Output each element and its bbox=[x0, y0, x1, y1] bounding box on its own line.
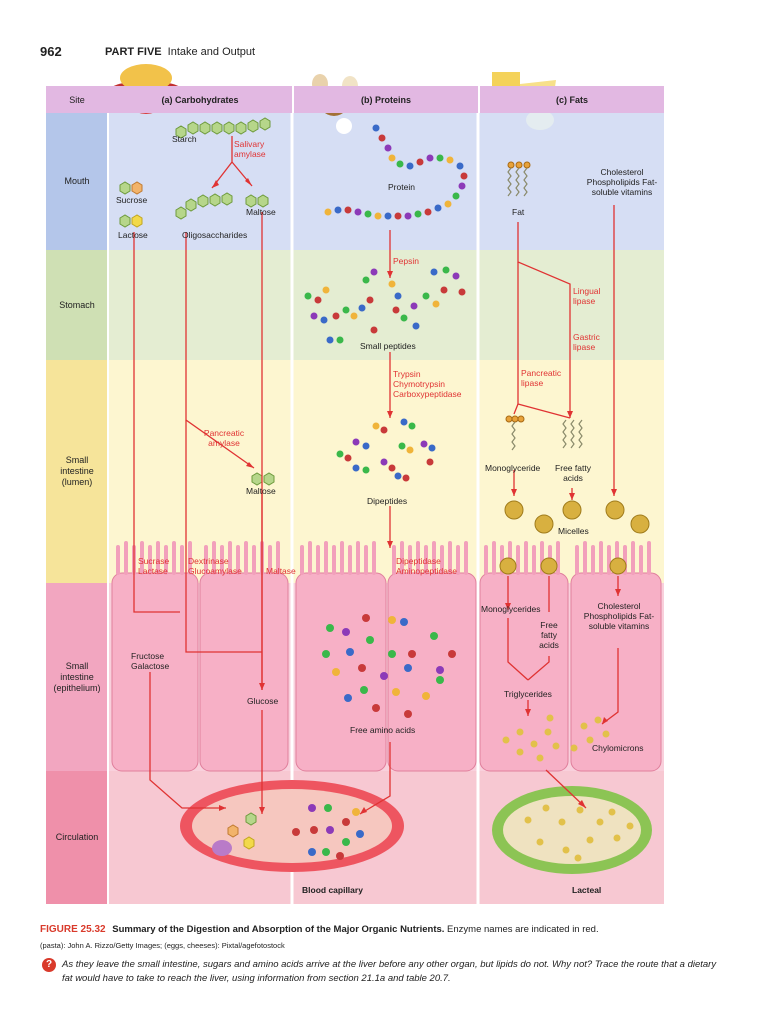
part-label: PART FIVE bbox=[105, 46, 162, 58]
lipid-list-epithelium-label: Cholesterol Phospholipids Fat-soluble vi… bbox=[583, 601, 655, 631]
protein-label: Protein bbox=[388, 182, 415, 192]
row-mouth: Mouth bbox=[64, 176, 90, 186]
proteins-header: (b) Proteins bbox=[294, 86, 478, 113]
row-circulation: Circulation bbox=[55, 832, 99, 842]
free-fatty-acids-label: Free fatty acids bbox=[555, 463, 591, 483]
part-header: PART FIVE Intake and Output bbox=[105, 46, 255, 58]
glucose-label: Glucose bbox=[247, 696, 279, 706]
trypsin-chymotrypsin-label: Trypsin Chymotrypsin Carboxypeptidase bbox=[393, 369, 462, 399]
small-peptides-label: Small peptides bbox=[360, 341, 416, 351]
row-stomach: Stomach bbox=[59, 299, 95, 310]
chylomicrons-label: Chylomicrons bbox=[592, 743, 644, 753]
monoglyceride-label: Monoglyceride bbox=[485, 463, 541, 473]
question-text: As they leave the small intestine, sugar… bbox=[62, 959, 717, 984]
figure-number: FIGURE 25.32 bbox=[40, 924, 106, 935]
question-icon: ? bbox=[42, 958, 56, 972]
sucrose-label: Sucrose bbox=[116, 195, 148, 205]
maltose-lumen-label: Maltose bbox=[246, 486, 276, 496]
pepsin-label: Pepsin bbox=[393, 256, 419, 266]
free-amino-acids-label: Free amino acids bbox=[350, 725, 416, 735]
maltase-label: Maltase bbox=[266, 566, 296, 576]
row-small-intestine-epithelium: Small intestine (epithelium) bbox=[53, 660, 101, 693]
page-number: 962 bbox=[40, 44, 62, 59]
photo-credit: (pasta): John A. Rizzo/Getty Images; (eg… bbox=[40, 941, 285, 950]
figure-caption: FIGURE 25.32 Summary of the Digestion an… bbox=[40, 923, 730, 936]
dipeptidase-aminopeptidase-label: Dipeptidase Aminopeptidase bbox=[396, 556, 457, 576]
gastric-lipase-label: Gastric lipase bbox=[573, 332, 600, 352]
pancreatic-amylase-label: Pancreatic amylase bbox=[203, 428, 245, 448]
lipid-list-mouth-label: Cholesterol Phospholipids Fat-soluble vi… bbox=[586, 167, 658, 197]
fat-label: Fat bbox=[512, 207, 525, 217]
starch-label: Starch bbox=[172, 134, 197, 144]
figure-title: Summary of the Digestion and Absorption … bbox=[112, 924, 445, 935]
monoglycerides-label: Monoglycerides bbox=[481, 604, 541, 614]
pancreatic-lipase-label: Pancreatic lipase bbox=[521, 368, 562, 388]
fats-header: (c) Fats bbox=[480, 86, 664, 113]
dextrinase-glucoamylase-label: Dextrinase Glucoamylase bbox=[188, 556, 242, 576]
salivary-amylase-label: Salivary amylase bbox=[234, 139, 266, 159]
triglycerides-label: Triglycerides bbox=[504, 689, 552, 699]
free-fatty-acids-epithelium-label: Free fatty acids bbox=[539, 620, 559, 650]
lacteal-label: Lacteal bbox=[572, 885, 602, 895]
dipeptides-label: Dipeptides bbox=[367, 496, 408, 506]
oligosaccharides-label: Oligosaccharides bbox=[182, 230, 248, 240]
site-header: Site bbox=[46, 86, 108, 113]
fructose-galactose-label: Fructose Galactose bbox=[131, 651, 170, 671]
micelles-label: Micelles bbox=[558, 526, 589, 536]
maltose-label: Maltose bbox=[246, 207, 276, 217]
part-title: Intake and Output bbox=[167, 46, 256, 58]
blood-capillary-label: Blood capillary bbox=[302, 885, 363, 895]
row-small-intestine-lumen: Small intestine (lumen) bbox=[60, 455, 94, 487]
lingual-lipase-label: Lingual lipase bbox=[573, 286, 601, 306]
lactose-label: Lactose bbox=[118, 230, 148, 240]
sucrase-lactase-label: Sucrase Lactase bbox=[138, 556, 170, 576]
figure-note: Enzyme names are indicated in red. bbox=[447, 924, 599, 935]
carbohydrates-header: (a) Carbohydrates bbox=[108, 86, 292, 113]
